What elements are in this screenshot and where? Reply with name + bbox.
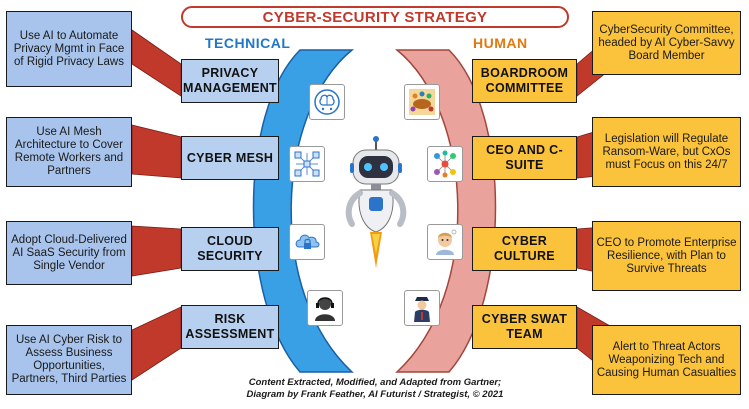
thinking-person-icon — [427, 224, 463, 260]
note-cyber-swat-team: Alert to Threat Actors Weaponizing Tech … — [592, 325, 741, 395]
arrow-mesh — [131, 124, 182, 179]
credit-line-2: Diagram by Frank Feather, AI Futurist / … — [246, 389, 504, 400]
arrow-cloud — [131, 225, 182, 277]
credit-line-1: Content Extracted, Modified, and Adapted… — [248, 377, 502, 388]
diagram-title: CYBER-SECURITY STRATEGY — [181, 6, 569, 28]
label-cyber-culture: CYBER CULTURE — [472, 227, 577, 271]
technical-heading: TECHNICAL — [205, 35, 291, 51]
ai-brain-icon — [309, 84, 345, 120]
credit-text: Content Extracted, Modified, and Adapted… — [210, 377, 540, 401]
label-risk-assessment: RISK ASSESSMENT — [181, 305, 279, 349]
human-heading: HUMAN — [473, 35, 528, 51]
boardroom-meeting-icon — [404, 84, 440, 120]
robot-icon — [345, 136, 407, 268]
label-cyber-mesh: CYBER MESH — [181, 136, 279, 180]
arrow-privacy — [131, 29, 182, 97]
analyst-headset-icon — [307, 290, 343, 326]
cloud-lock-icon — [289, 224, 325, 260]
note-cloud-security: Adopt Cloud-Delivered AI SaaS Security f… — [6, 221, 132, 285]
label-cloud-security: CLOUD SECURITY — [181, 227, 279, 271]
label-cyber-swat-team: CYBER SWAT TEAM — [472, 305, 577, 349]
note-ceo-c-suite: Legislation will Regulate Ransom-Ware, b… — [592, 117, 741, 187]
note-boardroom-committee: CyberSecurity Committee, headed by AI Cy… — [592, 11, 741, 75]
note-risk-assessment: Use AI Cyber Risk to Assess Business Opp… — [6, 325, 132, 395]
label-ceo-c-suite: CEO and C-SUITE — [472, 136, 577, 180]
note-privacy-management: Use AI to Automate Privacy Mgmt in Face … — [6, 11, 132, 87]
network-mesh-icon — [289, 146, 325, 182]
human-arc — [394, 49, 497, 373]
arrow-risk — [131, 306, 182, 381]
team-network-icon — [427, 146, 463, 182]
note-cyber-mesh: Use AI Mesh Architecture to Cover Remote… — [6, 117, 132, 187]
note-cyber-culture: CEO to Promote Enterprise Resilience, wi… — [592, 221, 741, 291]
technical-arc — [252, 49, 355, 373]
security-officer-icon — [404, 290, 440, 326]
label-privacy-management: PRIVACY MANAGEMENT — [181, 59, 279, 103]
label-boardroom-committee: BOARDROOM COMMITTEE — [472, 59, 577, 103]
